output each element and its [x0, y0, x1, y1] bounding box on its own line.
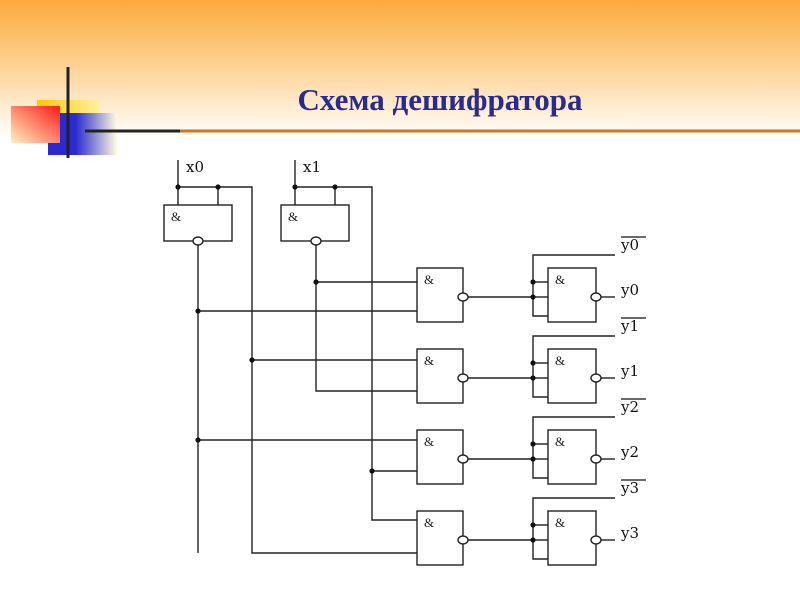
- junction-dot: [530, 522, 536, 528]
- and-symbol: &: [171, 209, 181, 224]
- wire: [532, 254, 615, 317]
- inversion-bubble-icon: [457, 535, 469, 545]
- page-title: Схема дешифратора: [297, 82, 583, 117]
- inversion-bubble-icon: [457, 454, 469, 464]
- input-inverter-gate-x1: [280, 204, 350, 242]
- inversion-bubble-icon: [310, 236, 322, 246]
- input-label-x0: x0: [186, 158, 204, 176]
- and-symbol: &: [424, 515, 434, 530]
- wire: [532, 335, 615, 398]
- output-label-y2: y2: [620, 443, 639, 461]
- junction-dot: [175, 184, 181, 190]
- junction-dot: [195, 437, 201, 443]
- output-inverter-gate-1: [547, 348, 597, 404]
- junction-dot: [530, 294, 536, 300]
- inversion-bubble-icon: [590, 292, 602, 302]
- decoder-gate-2: [416, 429, 464, 485]
- inversion-bubble-icon: [590, 454, 602, 464]
- inversion-bubble-icon: [457, 373, 469, 383]
- junction-dot: [530, 360, 536, 366]
- decoder-gate-3: [416, 510, 464, 566]
- junction-dot: [332, 184, 338, 190]
- output-label-inverted-y0: y0: [620, 236, 639, 254]
- input-inverter-gate-x0: [163, 204, 233, 242]
- and-symbol: &: [555, 434, 565, 449]
- red-square: [11, 106, 60, 143]
- decoder-gate-1: [416, 348, 464, 404]
- output-label-inverted-y1: y1: [620, 317, 639, 335]
- inversion-bubble-icon: [590, 535, 602, 545]
- output-inverter-gate-0: [547, 267, 597, 323]
- junction-dot: [530, 375, 536, 381]
- junction-dot: [313, 279, 319, 285]
- and-symbol: &: [555, 272, 565, 287]
- decoder-gate-0: [416, 267, 464, 323]
- and-symbol: &: [424, 353, 434, 368]
- output-label-y1: y1: [620, 362, 639, 380]
- junction-dot: [530, 279, 536, 285]
- junction-dot: [292, 184, 298, 190]
- junction-dot: [530, 456, 536, 462]
- input-label-x1: x1: [303, 158, 321, 176]
- junction-dot: [249, 357, 255, 363]
- wire: [532, 497, 615, 560]
- output-inverter-gate-3: [547, 510, 597, 566]
- and-symbol: &: [424, 272, 434, 287]
- junction-dot: [195, 308, 201, 314]
- output-label-inverted-y2: y2: [620, 398, 639, 416]
- wire: [315, 245, 417, 392]
- wire: [532, 416, 615, 479]
- output-label-y3: y3: [620, 524, 639, 542]
- and-symbol: &: [555, 515, 565, 530]
- inversion-bubble-icon: [590, 373, 602, 383]
- junction-dot: [369, 468, 375, 474]
- inversion-bubble-icon: [192, 236, 204, 246]
- inversion-bubble-icon: [457, 292, 469, 302]
- and-symbol: &: [424, 434, 434, 449]
- junction-dot: [530, 537, 536, 543]
- and-symbol: &: [288, 209, 298, 224]
- output-label-y0: y0: [620, 281, 639, 299]
- junction-dot: [215, 184, 221, 190]
- title-background: [0, 0, 800, 140]
- output-label-inverted-y3: y3: [620, 479, 639, 497]
- wire: [178, 186, 417, 554]
- and-symbol: &: [555, 353, 565, 368]
- junction-dot: [530, 441, 536, 447]
